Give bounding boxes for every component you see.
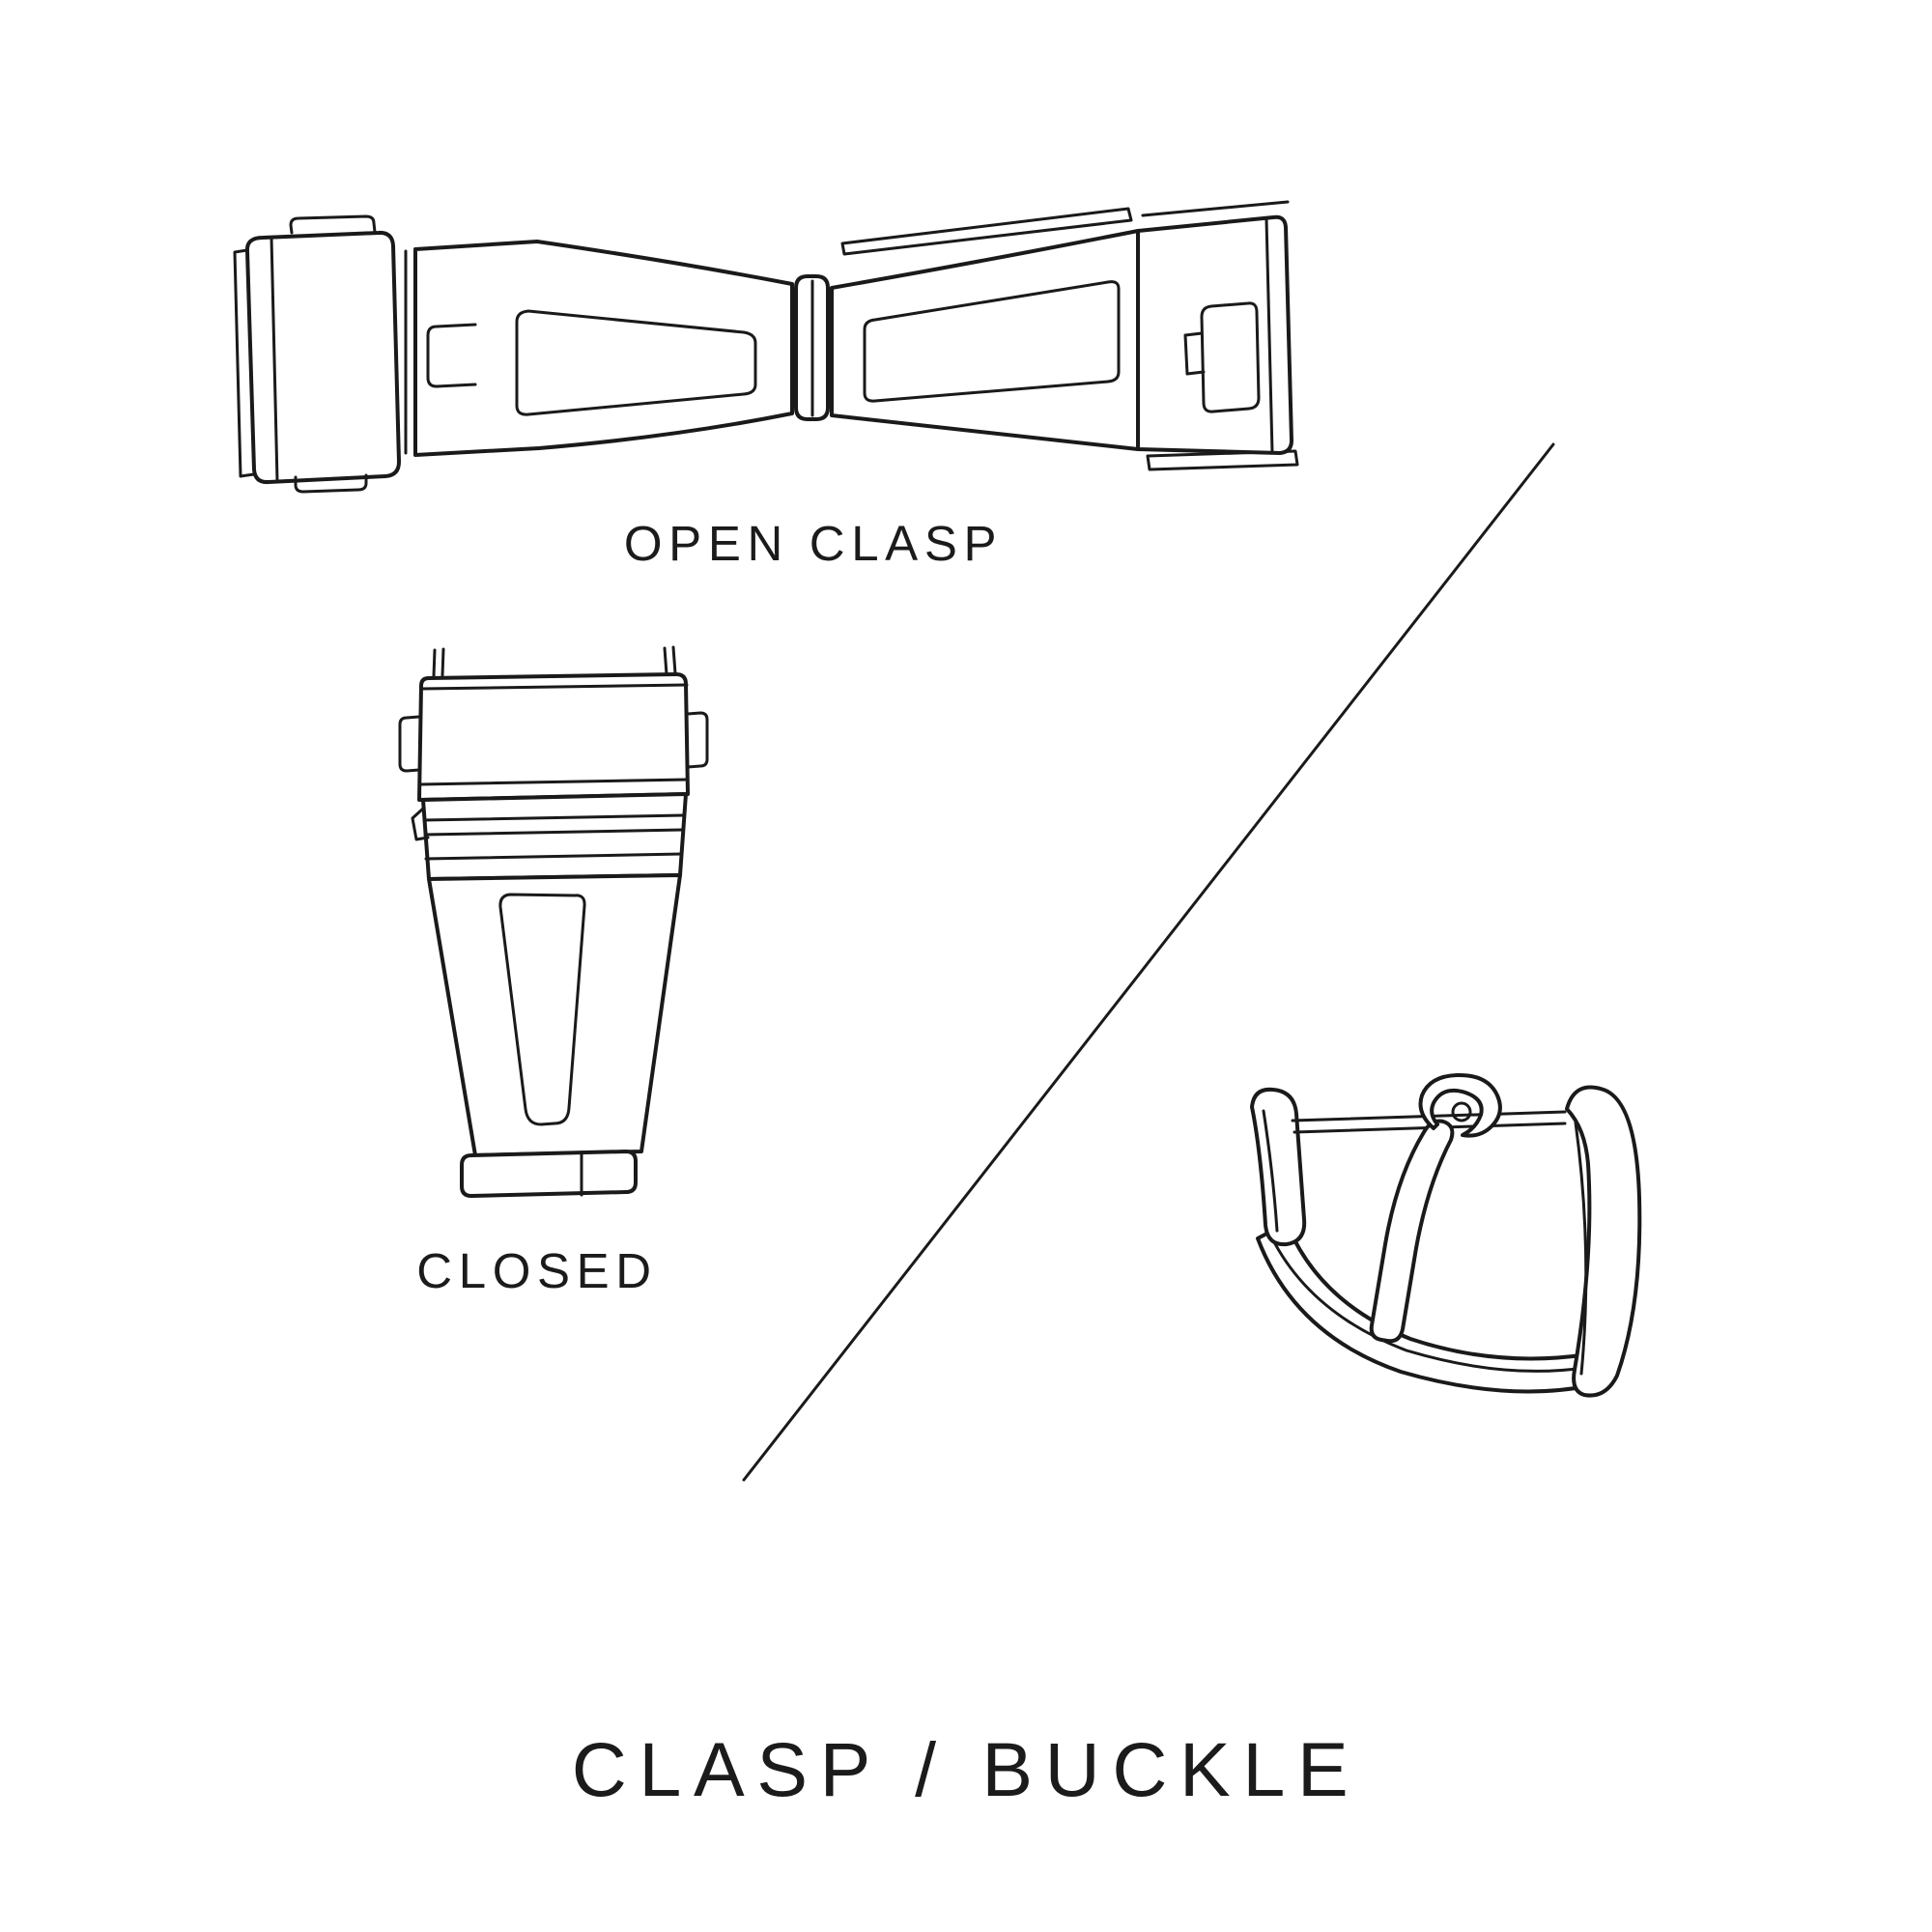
buckle-illustration (1250, 1072, 1642, 1398)
closed-clasp-foot (460, 1150, 638, 1198)
closed-clasp-illustration (398, 645, 709, 1198)
open-clasp-right-blade (830, 229, 1140, 451)
open-clasp-left-blade (413, 240, 794, 457)
closed-clasp-body (427, 873, 682, 1157)
open-clasp-illustration (233, 200, 1299, 494)
buckle-pin-loop (1418, 1072, 1502, 1138)
closed-clasp-band (421, 792, 688, 881)
open-clasp-left-link (244, 230, 401, 485)
diagonal-divider-line (742, 442, 1555, 1482)
open-clasp-catch-slot (426, 323, 477, 388)
open-clasp-hook-cutout (1200, 301, 1261, 413)
buckle-pin-ring (1451, 1101, 1472, 1122)
closed-clasp-prongs (432, 648, 437, 678)
closed-label: CLOSED (416, 1243, 658, 1298)
buckle-bottom-bar (1256, 1221, 1594, 1394)
open-clasp-top-strip (840, 207, 1133, 256)
buckle-left-arm (1250, 1087, 1307, 1247)
open-clasp-right-end (1136, 214, 1293, 455)
open-clasp-label: OPEN CLASP (623, 516, 1004, 571)
buckle-pin (1369, 1119, 1455, 1344)
page-title: CLASP / BUCKLE (571, 1726, 1361, 1812)
